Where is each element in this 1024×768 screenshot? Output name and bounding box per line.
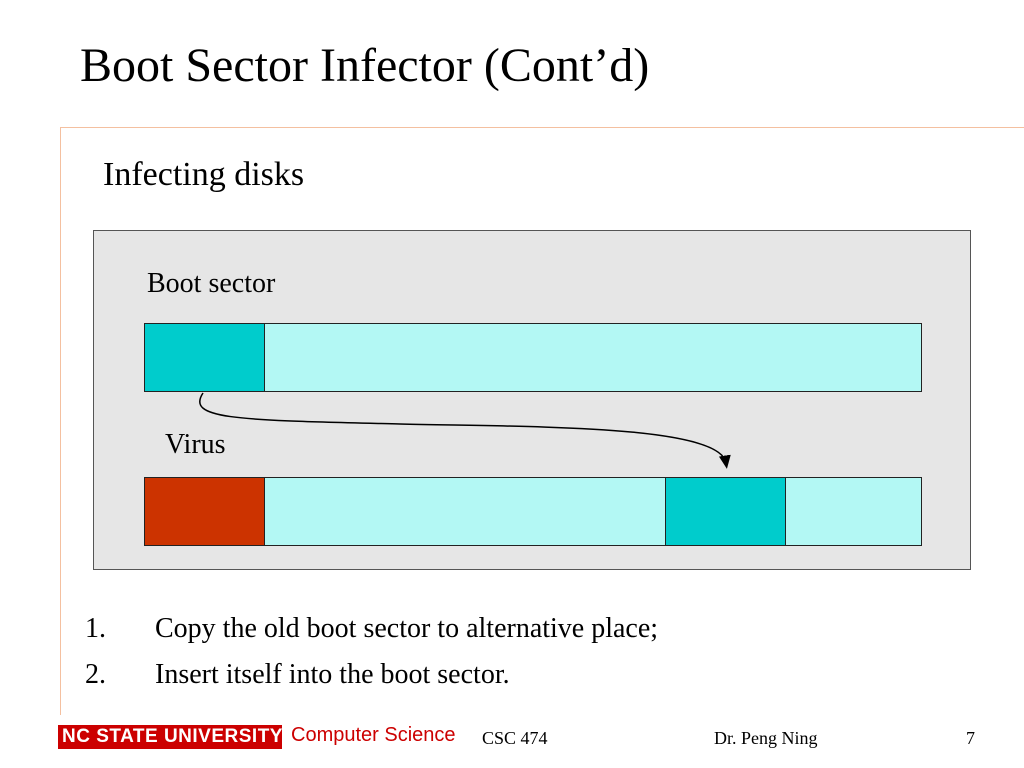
original-boot-sector-block xyxy=(143,322,265,392)
step-number: 2. xyxy=(85,659,106,690)
slide-title: Boot Sector Infector (Cont’d) xyxy=(80,39,650,92)
boot-sector-label: Boot sector xyxy=(147,268,276,299)
disk-after-bar xyxy=(143,476,922,546)
step-text: Copy the old boot sector to alternative … xyxy=(155,613,659,644)
virus-label: Virus xyxy=(165,429,226,460)
page-number: 7 xyxy=(966,728,975,748)
course-code: CSC 474 xyxy=(482,728,548,748)
vertical-rule xyxy=(60,127,61,715)
slide-footer: NC STATE UNIVERSITY Computer Science CSC… xyxy=(0,720,1024,760)
department-name: Computer Science xyxy=(291,724,456,746)
virus-block xyxy=(143,476,265,546)
steps-list: 1. Copy the old boot sector to alternativ… xyxy=(85,606,658,698)
university-logo: NC STATE UNIVERSITY xyxy=(58,725,282,749)
relocated-boot-sector-block xyxy=(665,476,786,546)
slide-subtitle: Infecting disks xyxy=(103,156,305,193)
author-name: Dr. Peng Ning xyxy=(714,728,818,748)
step-item: 1. Copy the old boot sector to alternativ… xyxy=(85,606,658,652)
step-item: 2. Insert itself into the boot sector. xyxy=(85,652,658,698)
horizontal-rule xyxy=(60,127,1024,128)
step-text: Insert itself into the boot sector. xyxy=(155,659,510,690)
disk-before-bar xyxy=(143,322,922,392)
step-number: 1. xyxy=(85,613,106,644)
